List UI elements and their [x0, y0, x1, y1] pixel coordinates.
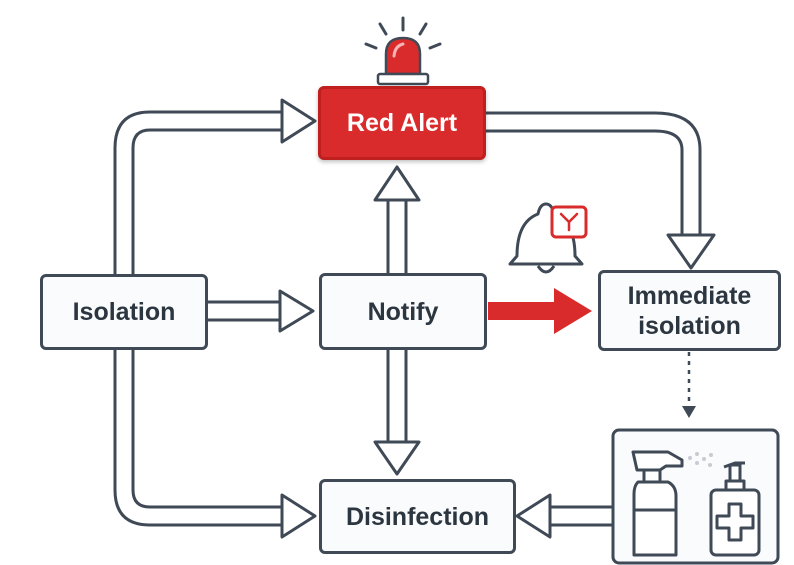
- arrow-notify-to-disinfection: [373, 350, 421, 476]
- arrow-cleaning-to-disinfection: [515, 493, 612, 539]
- arrow-immediate-isolation-to-cleaning: [682, 352, 696, 418]
- disinfection-label: Disinfection: [345, 502, 490, 531]
- arrow-red-alert-to-immediate-isolation: [485, 111, 716, 270]
- red-alert-label: Red Alert: [346, 109, 458, 137]
- arrow-isolation-to-red-alert: [113, 98, 317, 276]
- red-alert-node: Red Alert: [318, 86, 486, 160]
- arrow-notify-to-red-alert: [373, 165, 421, 273]
- arrow-notify-to-immediate-isolation: [488, 288, 592, 334]
- arrow-isolation-to-notify: [208, 289, 315, 333]
- immediate-isolation-label: Immediate isolation: [627, 281, 752, 340]
- siren-icon: [364, 16, 442, 86]
- disinfection-node: Disinfection: [319, 479, 516, 554]
- isolation-label: Isolation: [72, 298, 176, 326]
- immediate-isolation-node: Immediate isolation: [598, 270, 781, 351]
- spray-bottle-icon: [631, 450, 713, 557]
- sanitizer-bottle-icon: [709, 461, 761, 557]
- notify-node: Notify: [319, 273, 487, 350]
- bell-icon: [508, 202, 588, 274]
- arrow-isolation-to-disinfection: [113, 350, 317, 539]
- isolation-node: Isolation: [40, 274, 208, 350]
- notify-label: Notify: [367, 297, 439, 326]
